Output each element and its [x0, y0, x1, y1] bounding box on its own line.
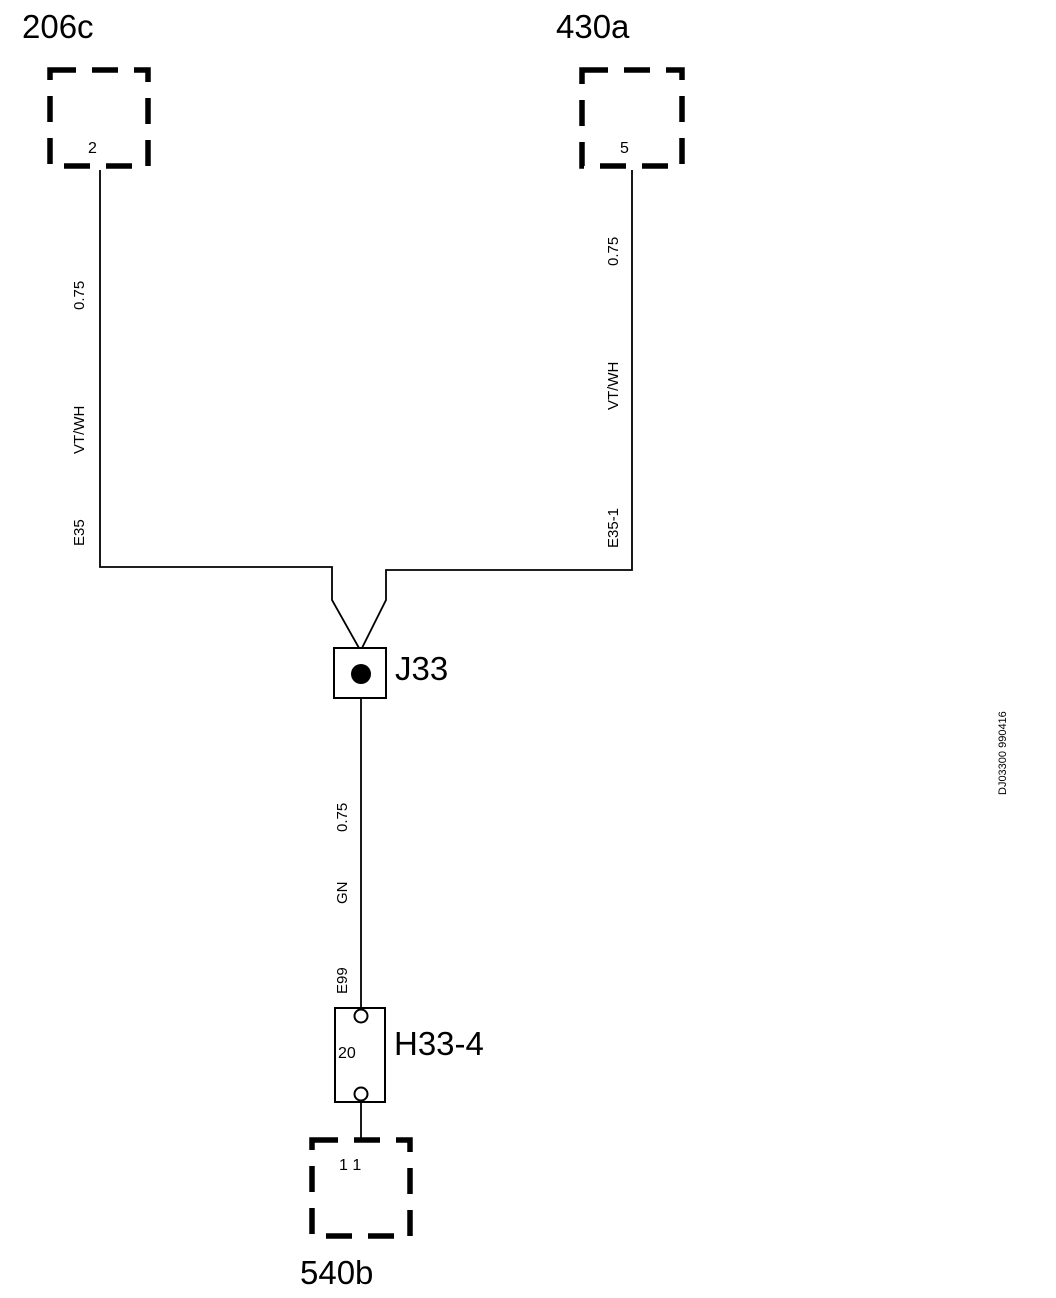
- wire-e35-1-size: 0.75: [605, 237, 622, 266]
- wire-e35-1-color: VT/WH: [605, 362, 622, 410]
- junction-j33: J33: [333, 647, 448, 699]
- connector-540b-pin: 1 1: [339, 1157, 361, 1174]
- wire-e35-size: 0.75: [71, 281, 88, 310]
- connector-206c: 206c 2: [22, 8, 151, 169]
- splice-h33-4-pin: 20: [338, 1045, 356, 1062]
- connector-430a: 430a 5: [556, 8, 685, 169]
- connector-540b-box: [309, 1137, 413, 1239]
- junction-j33-label: J33: [395, 650, 448, 687]
- connector-430a-label: 430a: [556, 8, 630, 45]
- splice-h33-4: 20 H33-4: [334, 1007, 484, 1103]
- junction-dot: [351, 664, 371, 684]
- connector-430a-box: [579, 67, 685, 169]
- wire-e35-1-id: E35-1: [605, 508, 622, 548]
- splice-h33-4-box: [334, 1007, 386, 1103]
- splice-h33-4-label: H33-4: [394, 1025, 484, 1062]
- wire-e35-1: [361, 170, 633, 649]
- splice-top-terminal: [353, 1008, 369, 1024]
- connector-206c-pin: 2: [88, 140, 97, 157]
- wire-e99-size: 0.75: [334, 803, 351, 832]
- connector-540b: 1 1 540b: [300, 1137, 413, 1291]
- connector-430a-pin: 5: [620, 140, 629, 157]
- connector-206c-box: [47, 67, 151, 169]
- wire-e35-id: E35: [71, 519, 88, 546]
- splice-bottom-terminal: [353, 1086, 369, 1102]
- wire-e99-color: GN: [334, 882, 351, 905]
- document-id: DJ03300 990416: [997, 711, 1009, 795]
- connector-540b-label: 540b: [300, 1254, 373, 1291]
- wire-e35: [99, 170, 360, 649]
- wire-e99-id: E99: [334, 967, 351, 994]
- connector-206c-label: 206c: [22, 8, 94, 45]
- wire-e35-color: VT/WH: [71, 406, 88, 454]
